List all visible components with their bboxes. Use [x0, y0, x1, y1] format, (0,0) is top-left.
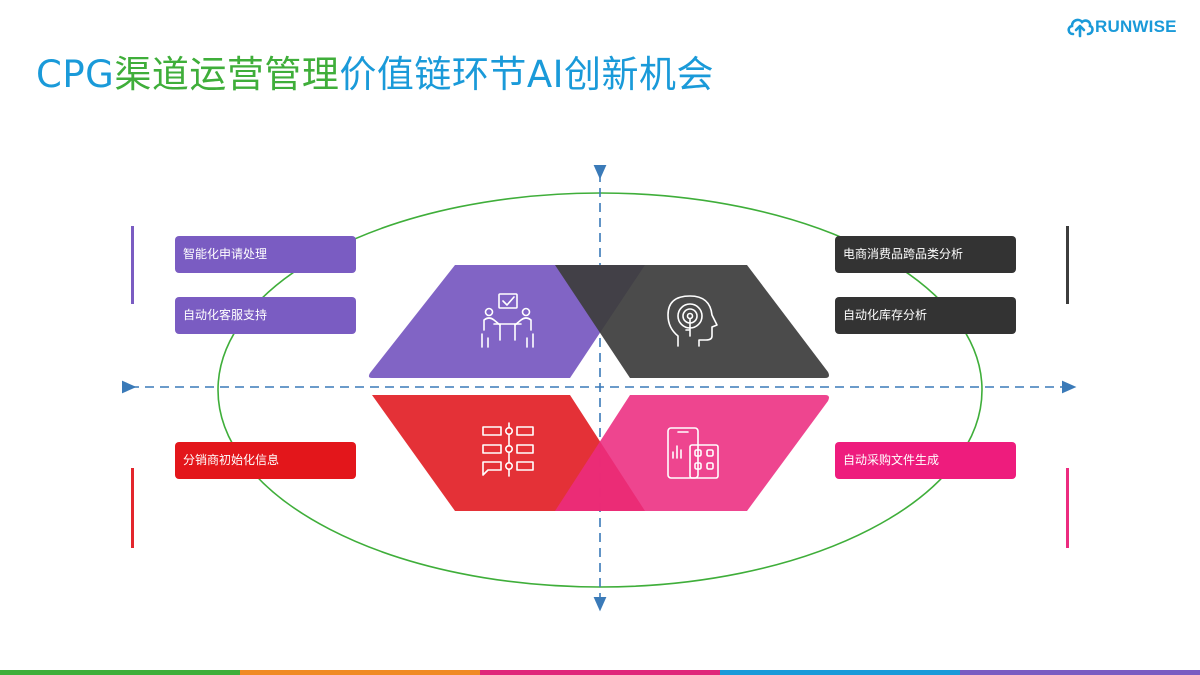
logo-text: RUNWISE [1095, 17, 1177, 36]
workflow-list-icon [482, 422, 534, 477]
label-distributor-initialization: 分销商初始化信息 [175, 442, 356, 479]
label-automated-customer-support: 自动化客服支持 [175, 297, 356, 334]
label-smart-application-processing: 智能化申请处理 [175, 236, 356, 273]
title-part-channel: 渠道运营管理 [114, 53, 340, 96]
title-part-cpg: CPG [36, 53, 115, 96]
mobile-calculator-icon [667, 427, 719, 479]
top-left-accent-bar [131, 226, 134, 304]
footer-color-strip [0, 670, 1200, 675]
quadrant-top-right-shape [555, 265, 829, 378]
bottom-right-accent-bar [1066, 468, 1069, 548]
bottom-left-accent-bar [131, 468, 134, 548]
title-part-value-chain: 价值链环节AI创新机会 [339, 53, 715, 96]
page-title: CPG渠道运营管理价值链环节AI创新机会 [36, 44, 714, 98]
quadrant-bottom-right-shape [555, 395, 829, 511]
label-automated-inventory-analysis: 自动化库存分析 [835, 297, 1016, 334]
label-automated-procurement-docs: 自动采购文件生成 [835, 442, 1016, 479]
footer-segment-pink [480, 670, 720, 675]
cloud-logo-icon [1067, 18, 1094, 38]
ai-head-icon [667, 295, 718, 347]
top-right-accent-bar [1066, 226, 1069, 304]
footer-segment-green [0, 670, 240, 675]
footer-segment-orange [240, 670, 480, 675]
footer-segment-purple [960, 670, 1200, 675]
footer-segment-blue [720, 670, 960, 675]
label-ecommerce-cross-category-analysis: 电商消费品跨品类分析 [835, 236, 1016, 273]
team-meeting-icon [481, 293, 534, 348]
runwise-logo: RUNWISE [1066, 14, 1177, 40]
